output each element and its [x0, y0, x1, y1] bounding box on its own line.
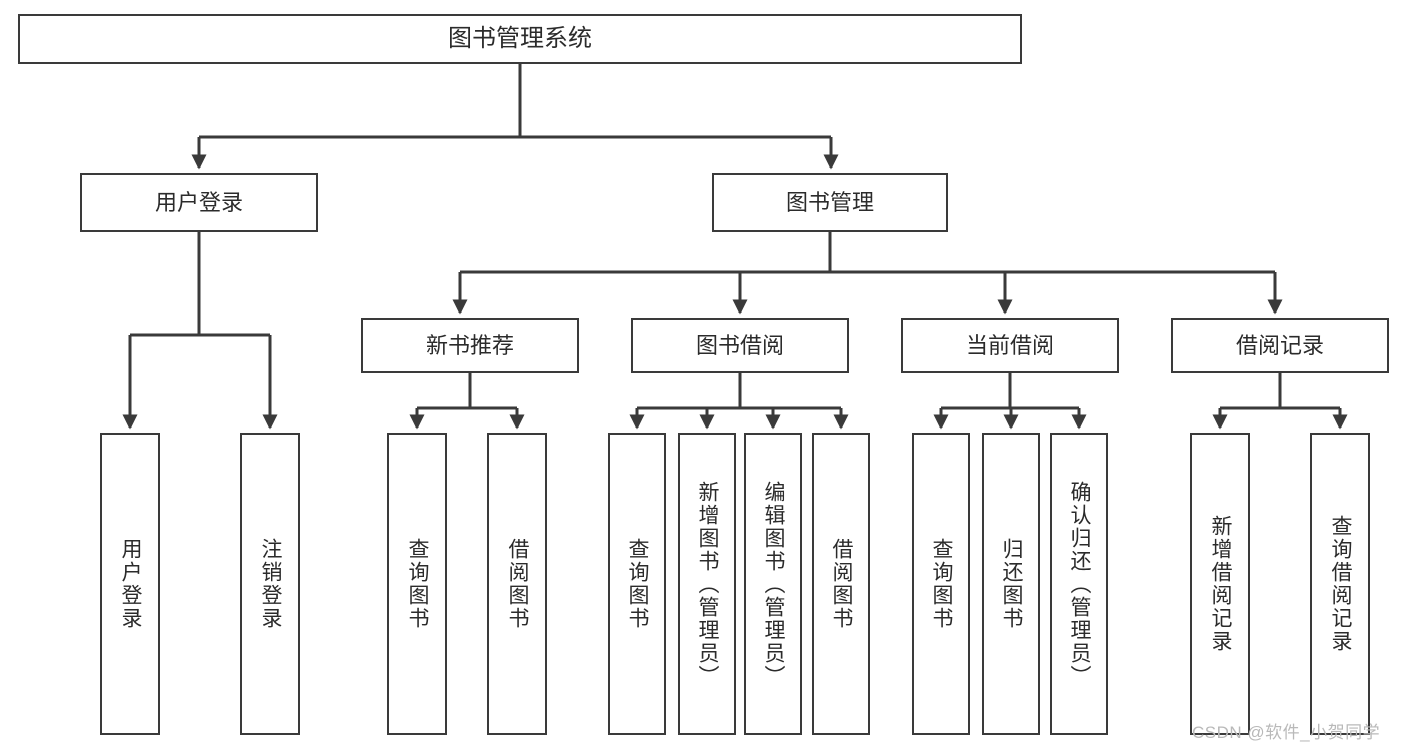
node-leaf-edit-book[interactable]: 编辑图书（管理员） — [744, 433, 802, 735]
node-leaf-query-book-1[interactable]: 查询图书 — [387, 433, 447, 735]
node-leaf-label: 借阅图书 — [506, 538, 530, 630]
node-leaf-query-book-3[interactable]: 查询图书 — [912, 433, 970, 735]
node-leaf-confirm-return[interactable]: 确认归还（管理员） — [1050, 433, 1108, 735]
node-leaf-label: 编辑图书（管理员） — [762, 480, 786, 688]
node-current-borrow-label: 当前借阅 — [965, 332, 1054, 358]
node-leaf-label: 注销登录 — [259, 538, 283, 630]
node-leaf-label: 查询图书 — [626, 538, 650, 630]
node-leaf-query-book-2[interactable]: 查询图书 — [608, 433, 666, 735]
node-root-label: 图书管理系统 — [448, 25, 592, 53]
node-leaf-label: 用户登录 — [119, 538, 143, 630]
node-leaf-label: 确认归还（管理员） — [1068, 480, 1092, 688]
node-leaf-add-book[interactable]: 新增图书（管理员） — [678, 433, 736, 735]
node-leaf-label: 查询图书 — [406, 538, 430, 630]
node-leaf-return-book[interactable]: 归还图书 — [982, 433, 1040, 735]
csdn-watermark-text: CSDN @软件_小贺同学 — [1192, 723, 1381, 742]
node-leaf-label: 新增图书（管理员） — [696, 480, 720, 688]
node-root[interactable]: 图书管理系统 — [18, 14, 1022, 64]
node-user-login-label: 用户登录 — [154, 189, 243, 215]
node-leaf-borrow-book-2[interactable]: 借阅图书 — [812, 433, 870, 735]
node-leaf-borrow-book-1[interactable]: 借阅图书 — [487, 433, 547, 735]
node-book-manage[interactable]: 图书管理 — [712, 173, 948, 232]
node-new-book-recommend-label: 新书推荐 — [425, 332, 514, 358]
node-leaf-query-borrow-record[interactable]: 查询借阅记录 — [1310, 433, 1370, 735]
node-leaf-label: 新增借阅记录 — [1209, 515, 1233, 653]
node-book-borrow[interactable]: 图书借阅 — [631, 318, 849, 373]
node-leaf-add-borrow-record[interactable]: 新增借阅记录 — [1190, 433, 1250, 735]
node-leaf-label: 借阅图书 — [830, 538, 854, 630]
node-leaf-label: 归还图书 — [1000, 538, 1024, 630]
csdn-watermark: CSDN @软件_小贺同学 — [1192, 718, 1380, 743]
node-leaf-label: 查询图书 — [930, 538, 954, 630]
node-leaf-user-login-do[interactable]: 用户登录 — [100, 433, 160, 735]
node-borrow-record[interactable]: 借阅记录 — [1171, 318, 1389, 373]
node-new-book-recommend[interactable]: 新书推荐 — [361, 318, 579, 373]
node-book-borrow-label: 图书借阅 — [695, 332, 784, 358]
node-leaf-user-logout[interactable]: 注销登录 — [240, 433, 300, 735]
node-book-manage-label: 图书管理 — [785, 189, 874, 215]
node-borrow-record-label: 借阅记录 — [1235, 332, 1324, 358]
node-current-borrow[interactable]: 当前借阅 — [901, 318, 1119, 373]
node-leaf-label: 查询借阅记录 — [1329, 515, 1353, 653]
node-user-login[interactable]: 用户登录 — [80, 173, 318, 232]
